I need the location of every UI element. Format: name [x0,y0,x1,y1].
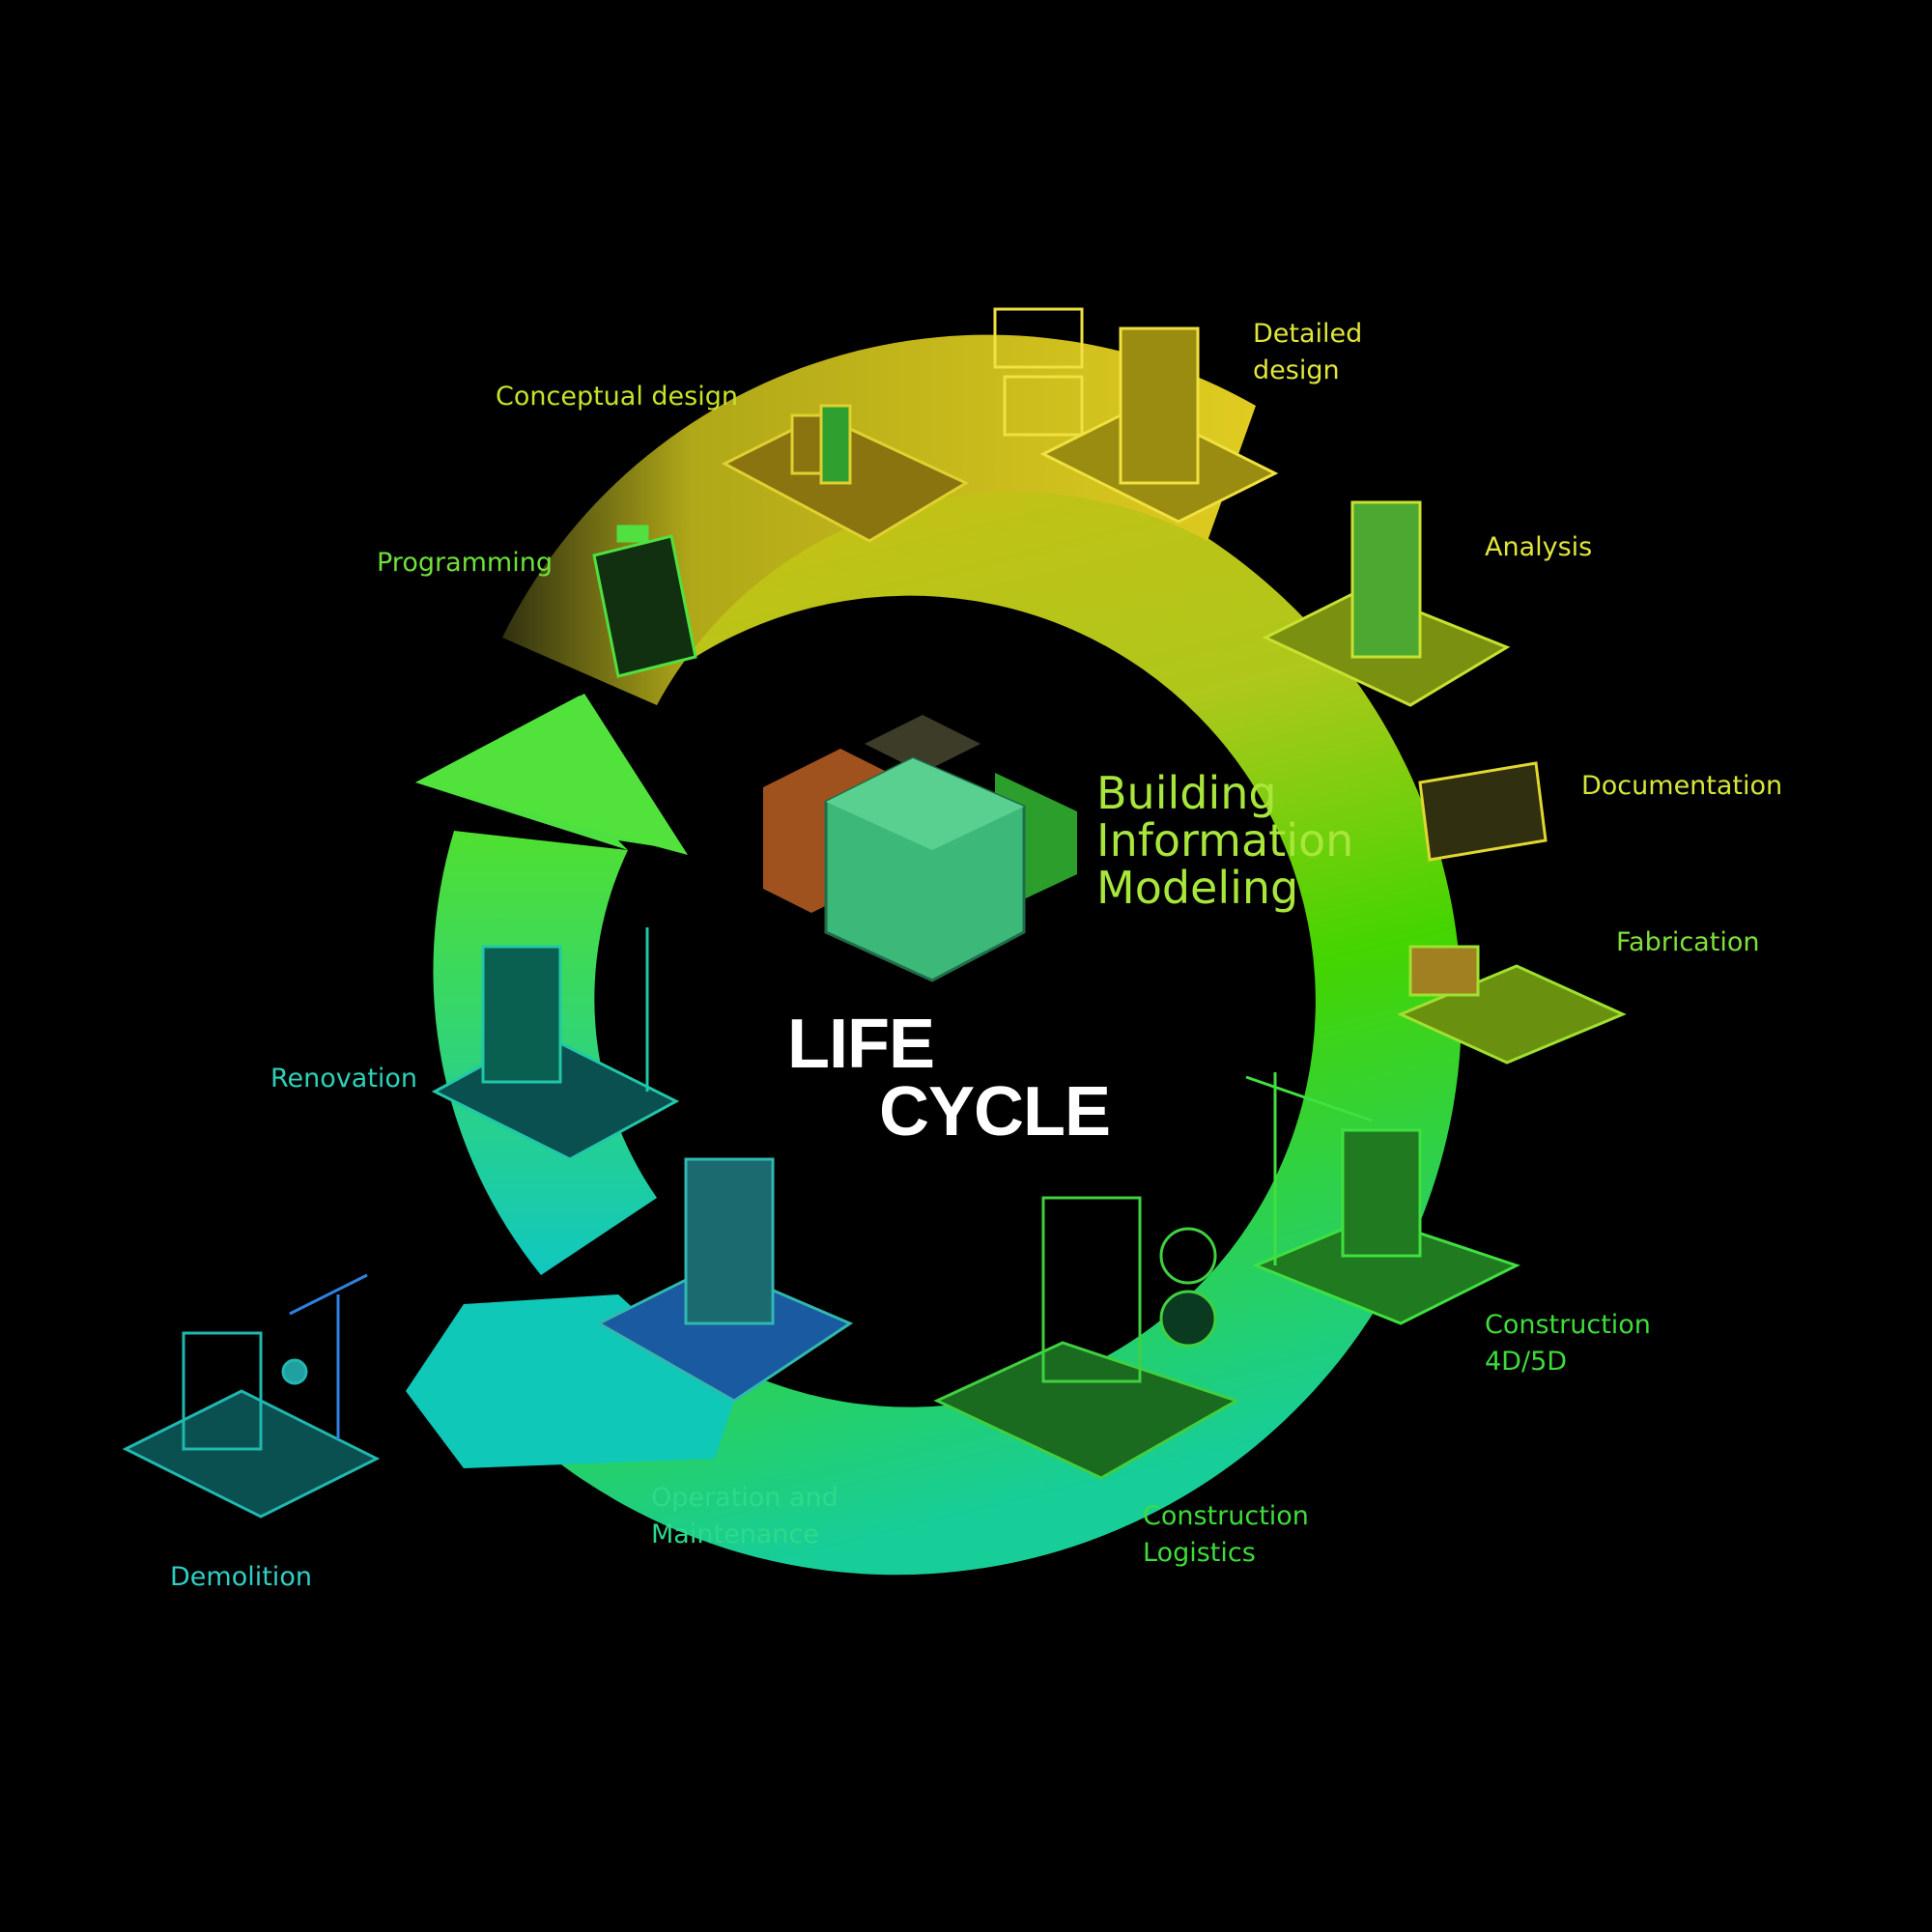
stage-label-line: Analysis [1485,532,1593,562]
stage-label-line: 4D/5D [1485,1347,1568,1377]
bim-title-line: Modeling [1096,862,1299,914]
stage-label-line: Documentation [1581,771,1783,801]
stage-label-detailed-design: Detailed design [1253,316,1362,389]
fabrication-icon [1397,945,1627,1065]
stage-label-conceptual-design: Conceptual design [496,379,738,415]
stage-label-line: Renovation [270,1064,418,1094]
stage-label-line: Construction [1143,1501,1309,1531]
stage-label-programming: Programming [377,545,553,582]
documentation-icon [1418,761,1548,862]
ring-top-segment [502,334,1256,705]
stage-label-analysis: Analysis [1485,529,1592,566]
bim-cube-logo [763,715,1077,982]
stage-label-documentation: Documentation [1581,768,1782,805]
detailed-design-icon [993,307,1279,524]
conceptual-design-icon [721,404,970,543]
stage-label-line: Fabrication [1616,927,1760,957]
stage-label-construction-4d-5d: Construction 4D/5D [1485,1307,1651,1380]
stage-label-renovation: Renovation [270,1061,417,1097]
stage-label-line: Construction [1485,1310,1651,1340]
stage-label-line: Logistics [1143,1538,1256,1568]
life-title: LIFE [787,1006,935,1083]
stage-label-demolition: Demolition [170,1559,312,1596]
stage-label-fabrication: Fabrication [1616,924,1759,961]
stage-label-line: Operation and [651,1483,838,1513]
stage-label-line: Programming [377,548,553,578]
cycle-title: CYCLE [879,1073,1111,1151]
bim-title-line: Information [1096,814,1354,867]
stage-label-line: Demolition [170,1562,312,1592]
renovation-icon [431,927,680,1161]
construction-4d-5d-icon [1245,1072,1520,1325]
bim-title: Building Information Modeling [1096,770,1353,912]
construction-logistics-icon [933,1196,1240,1480]
stage-label-line: design [1253,355,1340,385]
stage-label-line: Conceptual design [496,382,738,412]
analysis-icon [1262,500,1511,707]
stage-label-line: Detailed [1253,319,1363,349]
demolition-icon [122,1273,381,1519]
operation-maintenance-icon [595,1157,854,1403]
lifecycle-ring [541,444,1462,1576]
stage-label-line: Maintenance [651,1520,819,1549]
programming-icon [592,525,697,678]
bim-title-line: Building [1096,767,1277,819]
